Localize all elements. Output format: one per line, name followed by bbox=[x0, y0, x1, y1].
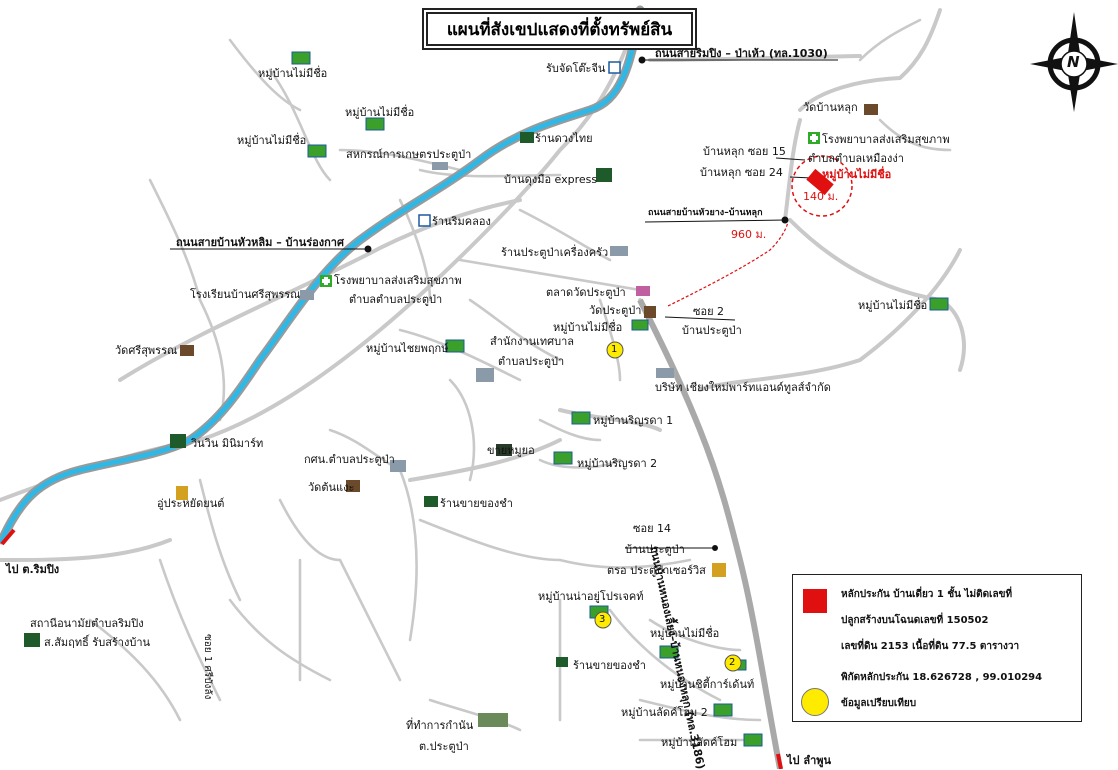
compass-icon bbox=[1030, 12, 1118, 112]
to-ripping-label: ไป ต.ริมปิง bbox=[6, 563, 60, 576]
soi2-label: ซอย 2 bbox=[693, 305, 725, 318]
place-label: รับจัดโต๊ะจีน bbox=[546, 62, 606, 75]
place-label: หมู่บ้านไชยพฤกษ์ bbox=[366, 342, 449, 355]
place-label: บริษัท เชียงใหม่พาร์ทแอนด์ทูลส์จำกัด bbox=[655, 381, 831, 394]
place-label: โรงเรียนบ้านศรีสุพรรณ bbox=[190, 288, 301, 301]
place-label: ร้านริมคลอง bbox=[432, 215, 491, 228]
place-label: หมู่บ้านไม่มีชื่อ bbox=[858, 299, 928, 312]
road-huaphalim-label: ถนนสายบ้านหัวหลิม – บ้านร่องกาศ bbox=[176, 236, 344, 249]
comparable-marker-1 bbox=[606, 341, 624, 359]
place-label: หมู่บ้านไม่มีชื่อ bbox=[345, 106, 415, 119]
soi14-area-label: บ้านประตูป่า bbox=[625, 543, 685, 556]
soi14-label: ซอย 14 bbox=[633, 522, 672, 535]
subject-radius bbox=[791, 155, 853, 217]
place-label: หมู่บ้านไม่มีชื่อ bbox=[258, 67, 328, 80]
place-label: วัดประตูป่า bbox=[589, 304, 642, 317]
place-label: หมู่บ้านไม่มีชื่อ bbox=[237, 134, 307, 147]
comparable-marker-2 bbox=[724, 654, 742, 672]
legend-comparable-swatch bbox=[801, 688, 829, 716]
distance-140-label: 140 ม. bbox=[803, 190, 839, 203]
compass-letter: N bbox=[1067, 53, 1080, 71]
soi2-area-label: บ้านประตูป่า bbox=[682, 324, 742, 337]
place-label: วัดบ้านหลุก bbox=[803, 101, 858, 114]
place-label: สำนักงานเทศบาล bbox=[490, 335, 575, 348]
comparable-number-1: 1 bbox=[611, 344, 618, 355]
map-title: แผนที่สังเขปแสดงที่ตั้งทรัพย์สิน bbox=[426, 12, 693, 46]
place-label: หมู่บ้านไม่มีชื่อ bbox=[553, 321, 623, 334]
place-label: อู่ประหยัดยนต์ bbox=[157, 497, 225, 510]
place-label: ส.สัมฤทธิ์ รับสร้างบ้าน bbox=[44, 636, 151, 649]
legend-line-2: ปลูกสร้างบนโฉนดเลขที่ 150502 bbox=[841, 615, 989, 626]
direction-arrow-south bbox=[776, 753, 783, 769]
comparable-number-3: 3 bbox=[599, 614, 606, 625]
place-label: ที่ทำการกำนัน bbox=[406, 719, 474, 732]
place-label: ร้านขายของชำ bbox=[573, 659, 646, 672]
legend-line-1: หลักประกัน บ้านเดี่ยว 1 ชั้น ไม่ติดเลขที… bbox=[841, 589, 1013, 600]
place-label: หมู่บ้านลัดค์โฮม 2 bbox=[621, 706, 708, 719]
place-label: ขายหมูยอ bbox=[487, 444, 535, 457]
place-label: หมู่บ้านริญรดา 2 bbox=[577, 457, 658, 470]
place-label: บ้านดุงมือ express bbox=[504, 173, 598, 186]
distance-line bbox=[667, 221, 789, 307]
place-label: ต.ประตูป่า bbox=[419, 740, 469, 753]
place-label: หมู่บ้านไม่มีชื่อ bbox=[650, 627, 720, 640]
place-icons bbox=[24, 51, 949, 747]
place-label: วัดต้นแงะ bbox=[308, 481, 355, 494]
place-label: ตรอ ประตูป่าเซอร์วิส bbox=[607, 564, 706, 577]
subject-label: หมู่บ้านไม่มีชื่อ bbox=[822, 168, 892, 181]
road-huayang-label: ถนนสายบ้านหัวยาง–บ้านหลุก bbox=[648, 208, 763, 218]
comparable-number-2: 2 bbox=[729, 657, 736, 668]
place-label: สหกรณ์การเกษตรประตูป่า bbox=[346, 148, 472, 161]
place-label: หมู่บ้านชิตี้การ์เด้นท์ bbox=[660, 678, 755, 691]
place-label: หมู่บ้านลัดค์โฮม bbox=[661, 736, 738, 749]
place-label: หมู่บ้านน่าอยู่โปรเจคท์ bbox=[538, 590, 644, 603]
place-label: ตำบลตำบลประตูป่า bbox=[349, 293, 443, 306]
leader-lines bbox=[170, 56, 838, 551]
subject-marker bbox=[806, 168, 834, 196]
legend-line-3: เลขที่ดิน 2153 เนื้อที่ดิน 77.5 ตารางวา bbox=[841, 641, 1020, 652]
luk-soi15-label: บ้านหลุก ซอย 15 bbox=[703, 145, 786, 158]
to-lamphun-label: ไป ลำพูน bbox=[787, 754, 832, 767]
direction-arrow-west bbox=[0, 528, 16, 546]
place-label: ร้านดวงไทย bbox=[535, 132, 593, 145]
distance-960-label: 960 ม. bbox=[731, 228, 767, 241]
place-label: หมู่บ้านริญรดา 1 bbox=[593, 414, 674, 427]
place-label: สถานีอนามัยตำบลริมปิง bbox=[30, 617, 144, 630]
place-label: ตำบลตำบลเหมืองง่า bbox=[808, 152, 904, 165]
place-label: ร้านประตูป่าเครื่องครัว bbox=[501, 246, 609, 259]
highway-3186 bbox=[637, 298, 783, 769]
road-1030-label: ถนนสายริมปิง – ป่าเห้ว (ทล.1030) bbox=[655, 47, 828, 60]
place-label: ตำบลประตูป่า bbox=[498, 355, 565, 368]
legend-subject-swatch bbox=[803, 589, 827, 613]
comparable-marker-3 bbox=[594, 611, 612, 629]
place-label: ร้านขายของชำ bbox=[440, 497, 513, 510]
soi1-label: ซอย 1 ศรีบังลัง bbox=[202, 634, 213, 700]
place-label: โรงพยาบาลส่งเสริมสุขภาพ bbox=[822, 133, 950, 146]
place-label: กศน.ตำบลประตูป่า bbox=[304, 453, 395, 466]
place-label: ตลาดวัดประตูป่า bbox=[546, 286, 626, 299]
place-label: วินวิน มินิมาร์ท bbox=[191, 437, 264, 450]
legend: หลักประกัน บ้านเดี่ยว 1 ชั้น ไม่ติดเลขที… bbox=[792, 574, 1082, 722]
legend-line-5: ข้อมูลเปรียบเทียบ bbox=[841, 698, 917, 709]
luk-soi24-label: บ้านหลุก ซอย 24 bbox=[700, 166, 783, 179]
place-label: โรงพยาบาลส่งเสริมสุขภาพ bbox=[334, 274, 462, 287]
place-label: วัดศรีสุพรรณ bbox=[115, 344, 178, 357]
legend-line-4: พิกัดหลักประกัน 18.626728 , 99.010294 bbox=[841, 672, 1043, 683]
